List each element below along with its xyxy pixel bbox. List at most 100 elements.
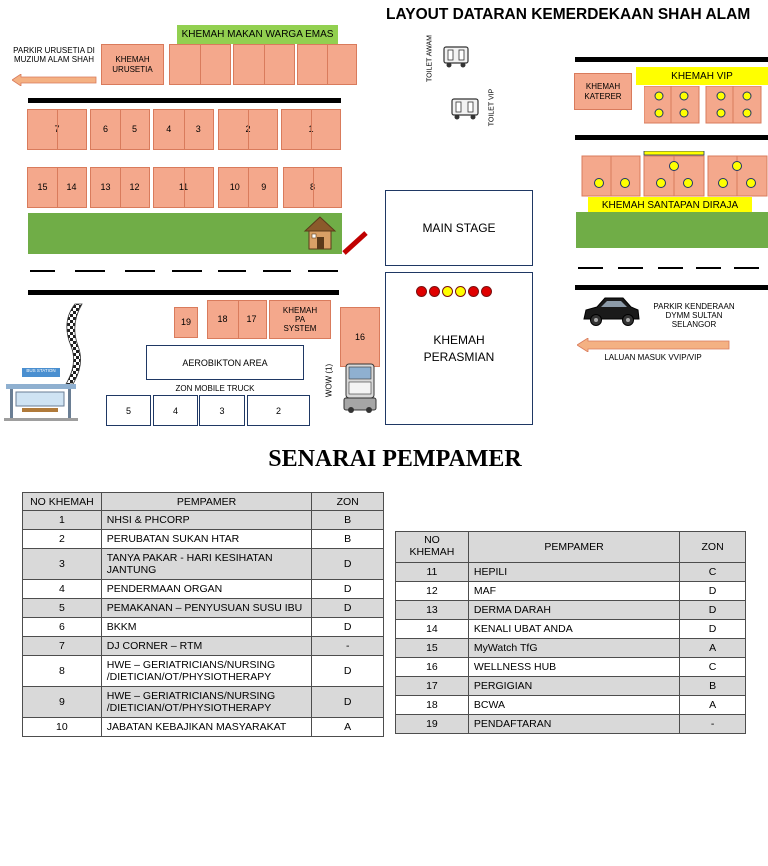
cell-no-khemah: 6: [22, 617, 102, 637]
khemah-perasmian-label: KHEMAH PERASMIAN: [423, 333, 495, 364]
zon-mobile-label: ZON MOBILE TRUCK: [175, 384, 255, 393]
header-no-khemah: NO KHEMAH: [22, 492, 102, 511]
cell-no-khemah: 13: [395, 600, 469, 620]
toilet-vip-label: TOILET VIP: [488, 88, 496, 127]
wow-truck-icon: [343, 363, 377, 413]
list-title: SENARAI PEMPAMER: [268, 446, 522, 472]
cell-no-khemah: 19: [395, 714, 469, 734]
bus-station-label: BUS STATION: [26, 368, 56, 373]
road-dash: [263, 270, 291, 272]
makan-tent: [233, 44, 295, 85]
cell-zon: D: [311, 617, 384, 637]
tent-19: 19: [174, 307, 198, 338]
hut-icon: [303, 216, 337, 250]
tent-18: 18: [217, 314, 228, 325]
cell-zon: D: [679, 619, 746, 639]
cell-pempamer: MAF: [467, 581, 681, 601]
cell-no-khemah: 4: [22, 579, 102, 599]
cell-no-khemah: 2: [22, 529, 102, 549]
aerobikton-area: AEROBIKTON AREA: [146, 345, 304, 380]
car-icon: [583, 297, 640, 326]
toilet-vip-icon: [451, 98, 479, 120]
header-pempamer: PEMPAMER: [100, 492, 313, 511]
road-dash: [30, 270, 55, 272]
tent-14: 14: [66, 182, 77, 193]
cell-pempamer: MyWatch TfG: [467, 638, 681, 658]
khemah-perasmian: KHEMAH PERASMIAN: [385, 272, 533, 425]
cell-pempamer: BKKM: [100, 617, 313, 637]
road-dash: [125, 270, 155, 272]
cell-no-khemah: 11: [395, 562, 469, 582]
cell-pempamer: PENDAFTARAN: [467, 714, 681, 734]
road-dash: [696, 267, 721, 269]
cell-pempamer: PENDERMAAN ORGAN: [100, 579, 313, 599]
cell-zon: D: [311, 686, 384, 718]
stage-light: [429, 286, 440, 297]
cell-pempamer: PERUBATAN SUKAN HTAR: [100, 529, 313, 549]
road-dash: [75, 270, 105, 272]
cell-no-khemah: 9: [22, 686, 102, 718]
cell-zon: D: [679, 600, 746, 620]
header-zon: ZON: [311, 492, 384, 511]
khemah-katerer: KHEMAH KATERER: [574, 73, 632, 110]
cell-no-khemah: 10: [22, 717, 102, 737]
cell-pempamer: DERMA DARAH: [467, 600, 681, 620]
khemah-makan-banner: KHEMAH MAKAN WARGA EMAS: [177, 25, 338, 44]
tent-2: 2: [218, 109, 278, 150]
tent-10: 10: [229, 182, 240, 193]
road: [575, 135, 768, 140]
tent-12: 12: [129, 182, 140, 193]
mobile-truck-4: 4: [153, 395, 198, 426]
cell-zon: A: [679, 638, 746, 658]
cell-zon: B: [679, 676, 746, 696]
road-dash: [618, 267, 643, 269]
cell-pempamer: HWE – GERIATRICIANS/NURSING /DIETICIAN/O…: [100, 686, 313, 718]
cell-pempamer: HEPILI: [467, 562, 681, 582]
cell-pempamer: DJ CORNER – RTM: [100, 636, 313, 656]
road: [575, 285, 768, 290]
stage-light: [442, 286, 453, 297]
grass-area: [576, 212, 768, 248]
header-pempamer: PEMPAMER: [467, 531, 681, 563]
wow-label: WOW (1): [324, 363, 334, 398]
cell-zon: D: [679, 581, 746, 601]
stage-light: [416, 286, 427, 297]
tent-6: 6: [102, 124, 108, 135]
toilet-awam-label: TOILET AWAM: [426, 34, 434, 83]
toilet-awam-icon: [443, 46, 469, 68]
mobile-truck-2: 2: [247, 395, 310, 426]
cell-pempamer: PERGIGIAN: [467, 676, 681, 696]
stage-light: [468, 286, 479, 297]
cell-zon: D: [311, 548, 384, 580]
cell-no-khemah: 1: [22, 510, 102, 530]
layout-title: LAYOUT DATARAN KEMERDEKAAN SHAH ALAM: [386, 6, 751, 23]
cell-no-khemah: 18: [395, 695, 469, 715]
khemah-vip-banner: KHEMAH VIP: [636, 67, 768, 85]
cell-zon: C: [679, 657, 746, 677]
cell-no-khemah: 14: [395, 619, 469, 639]
vip-tables: [644, 86, 762, 124]
barrier-icon: [342, 231, 368, 255]
tent-8: 8: [283, 167, 342, 208]
parkir-urusetia-label: PARKIR URUSETIA DI MUZIUM ALAM SHAH: [13, 46, 95, 65]
tent-11: 11: [153, 167, 214, 208]
cell-pempamer: PEMAKANAN – PENYUSUAN SUSU IBU: [100, 598, 313, 618]
cell-pempamer: JABATAN KEBAJIKAN MASYARAKAT: [100, 717, 313, 737]
